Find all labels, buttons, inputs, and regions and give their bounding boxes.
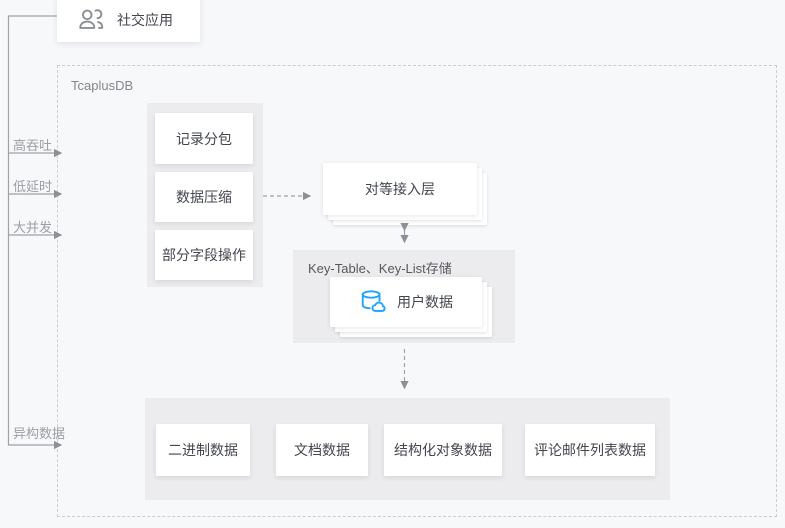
access-layer-node: 对等接入层 <box>323 163 487 225</box>
label-concurrency: 大并发 <box>13 220 53 235</box>
datatype-structured-object: 结构化对象数据 <box>384 424 502 476</box>
access-layer-label: 对等接入层 <box>323 163 477 215</box>
datatype-comment-mail-list: 评论邮件列表数据 <box>525 424 655 476</box>
user-data-node: 用户数据 <box>330 277 492 337</box>
datatype-binary: 二进制数据 <box>156 424 250 476</box>
database-icon <box>359 288 387 316</box>
label-heterogeneous-data: 异构数据 <box>13 426 66 441</box>
tcaplusdb-title: TcaplusDB <box>71 78 134 93</box>
feature-partial-field-ops: 部分字段操作 <box>155 230 253 280</box>
social-app-label: 社交应用 <box>117 12 173 28</box>
label-high-throughput: 高吞吐 <box>13 138 53 153</box>
feature-record-split: 记录分包 <box>155 113 253 164</box>
user-data-label: 用户数据 <box>397 294 453 310</box>
users-icon <box>77 6 105 34</box>
label-low-latency: 低延时 <box>13 179 53 194</box>
feature-data-compression: 数据压缩 <box>155 172 253 222</box>
datatype-document: 文档数据 <box>276 424 368 476</box>
storage-panel-title: Key-Table、Key-List存储 <box>308 261 452 276</box>
social-app-node: 社交应用 <box>57 0 200 42</box>
